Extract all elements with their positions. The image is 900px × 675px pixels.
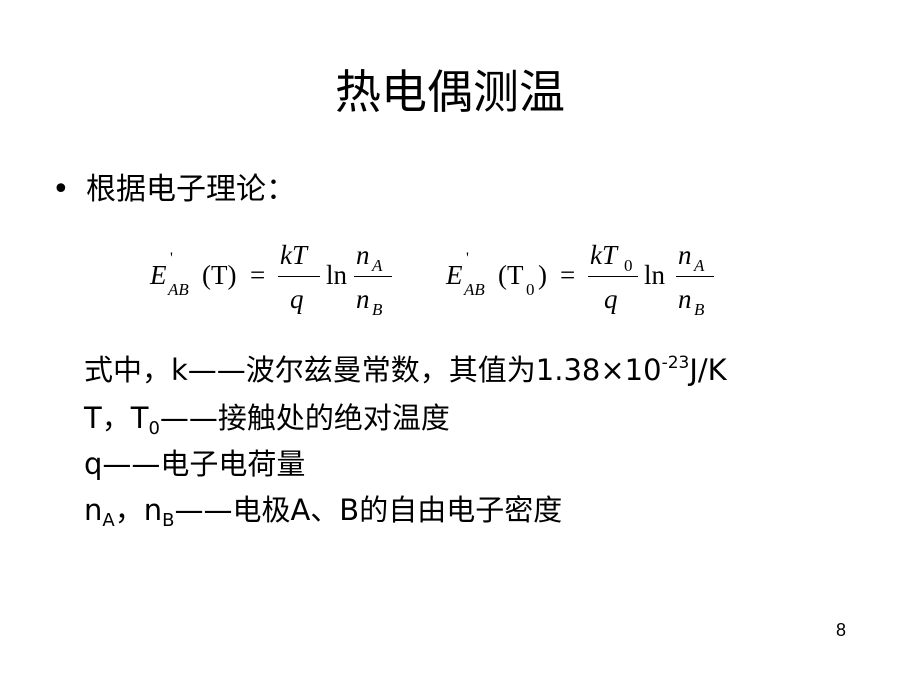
formula-kt: kT bbox=[280, 240, 307, 270]
desc-t-sub: 0 bbox=[148, 418, 160, 439]
desc-k-text: 式中，k——波尔兹曼常数，其值为1.38×10 bbox=[84, 353, 662, 387]
formula-na: n bbox=[678, 240, 692, 270]
formula-q: q bbox=[604, 284, 618, 314]
formula-nb: n bbox=[356, 284, 370, 314]
bullet-text: 根据电子理论： bbox=[86, 172, 296, 207]
formula-nb-sub: B bbox=[694, 300, 705, 319]
formula-prime: ' bbox=[466, 250, 469, 267]
formula-nb: n bbox=[678, 284, 692, 314]
desc-t-desc: ——接触处的绝对温度 bbox=[159, 401, 450, 435]
formula-arg-sub: 0 bbox=[526, 280, 535, 299]
formula-na-sub: A bbox=[694, 256, 705, 275]
formula-sub-ab: AB bbox=[464, 280, 485, 299]
desc-line-n: nA，nB——电极A、B的自由电子密度 bbox=[84, 490, 562, 530]
formula-na-sub: A bbox=[372, 256, 383, 275]
formula-prime: ' bbox=[170, 250, 173, 267]
formula-e: E bbox=[150, 260, 167, 290]
desc-nb-sub: B bbox=[162, 510, 175, 531]
formula-emf-t0: E ' AB (T 0 ) = kT 0 q ln n A n B bbox=[446, 238, 746, 328]
desc-na: n bbox=[84, 493, 103, 527]
slide-title: 热电偶测温 bbox=[335, 65, 565, 119]
formula-e: E bbox=[446, 260, 463, 290]
desc-nb: ，n bbox=[114, 493, 163, 527]
fraction-bar bbox=[588, 276, 638, 277]
page-number: 8 bbox=[836, 620, 847, 640]
desc-line-t: T，T0——接触处的绝对温度 bbox=[84, 398, 450, 438]
desc-k-exponent: -23 bbox=[661, 353, 690, 373]
formula-arg-close: ) bbox=[538, 260, 547, 290]
formula-equals: = bbox=[250, 260, 266, 290]
formula-emf-t: E ' AB (T) = kT q ln n A n B bbox=[150, 238, 410, 328]
fraction-bar bbox=[676, 276, 714, 277]
formula-kt0-sub: 0 bbox=[624, 256, 633, 275]
formula-nb-sub: B bbox=[372, 300, 383, 319]
fraction-bar bbox=[278, 276, 320, 277]
formula-ln: ln bbox=[326, 260, 348, 290]
formula-q: q bbox=[290, 284, 304, 314]
desc-na-sub: A bbox=[102, 510, 115, 531]
formula-kt0: kT bbox=[590, 240, 617, 270]
desc-line-q: q——电子电荷量 bbox=[84, 447, 306, 481]
formula-arg-open: (T bbox=[498, 260, 524, 290]
desc-t-text: T，T bbox=[84, 401, 149, 435]
fraction-bar bbox=[354, 276, 392, 277]
desc-line-k: 式中，k——波尔兹曼常数，其值为1.38×10-23J/K bbox=[84, 350, 727, 390]
desc-n-desc: ——电极A、B的自由电子密度 bbox=[174, 493, 563, 527]
formula-ln: ln bbox=[644, 260, 666, 290]
bullet-icon: • bbox=[52, 172, 70, 207]
desc-k-unit: J/K bbox=[689, 353, 727, 387]
formula-na: n bbox=[356, 240, 370, 270]
formula-equals: = bbox=[560, 260, 576, 290]
formula-arg: (T) bbox=[202, 260, 237, 290]
formula-sub-ab: AB bbox=[168, 280, 189, 299]
bullet-item: • 根据电子理论： bbox=[52, 168, 296, 212]
